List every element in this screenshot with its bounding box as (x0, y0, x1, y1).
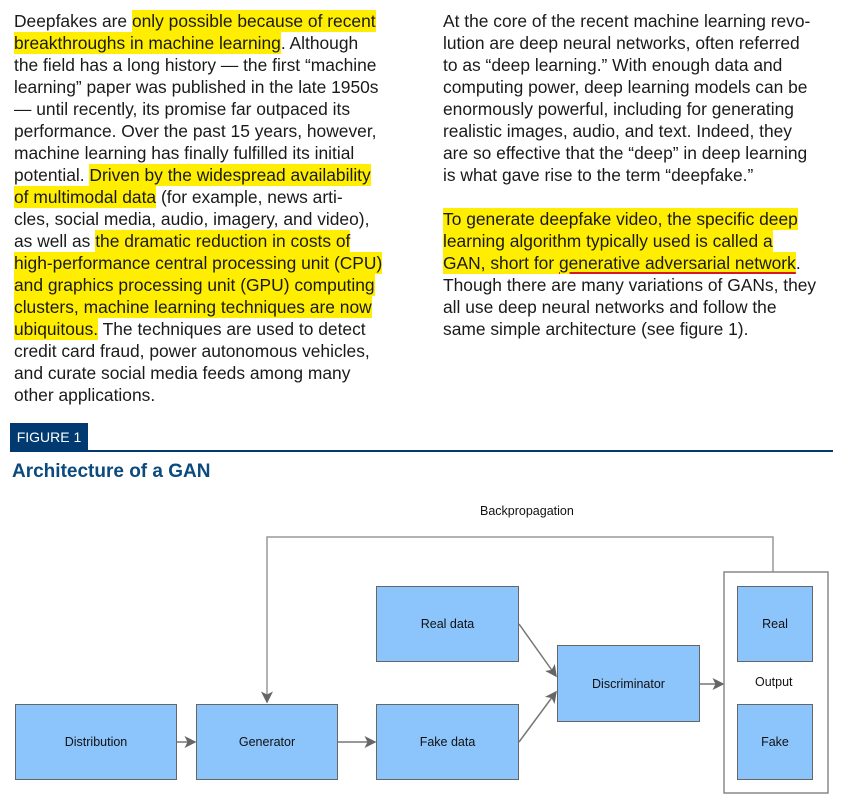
text-span: Deepfakes are (14, 11, 132, 31)
text-line: ubiquitous. The techniques are used to d… (14, 318, 414, 340)
highlighted-text: the dramatic reduction in costs of (95, 230, 351, 252)
text-line: is what gave rise to the term “deepfake.… (443, 164, 843, 186)
right-column: At the core of the recent machine learni… (443, 10, 843, 340)
text-span: (for example, news arti- (156, 187, 343, 207)
highlighted-text: clusters, machine learning techniques ar… (14, 296, 372, 318)
text-line: all use deep neural networks and follow … (443, 296, 843, 318)
text-span: machine learning has finally fulfilled i… (14, 143, 355, 163)
text-line: the field has a long history — the first… (14, 54, 414, 76)
discriminator-box: Discriminator (557, 645, 700, 722)
text-span: are so effective that the “deep” in deep… (443, 143, 808, 163)
text-line: machine learning has finally fulfilled i… (14, 142, 414, 164)
left-column: Deepfakes are only possible because of r… (14, 10, 414, 406)
text-span: to as “deep learning.” With enough data … (443, 55, 783, 75)
text-line: cles, social media, audio, imagery, and … (14, 208, 414, 230)
backprop-arrow (261, 536, 774, 704)
highlighted-text: only possible because of recent (131, 10, 376, 32)
highlighted-text: breakthroughs in machine learning (14, 32, 281, 54)
text-span: potential. (14, 165, 90, 185)
text-line: lution are deep neural networks, often r… (443, 32, 843, 54)
text-line: — until recently, its promise far outpac… (14, 98, 414, 120)
text-line: Deepfakes are only possible because of r… (14, 10, 414, 32)
text-line: as well as the dramatic reduction in cos… (14, 230, 414, 252)
text-line: learning algorithm typically used is cal… (443, 230, 843, 252)
distribution-box: Distribution (15, 704, 177, 780)
fake-data-box: Fake data (376, 704, 519, 780)
text-span: The techniques are used to detect (98, 319, 366, 339)
text-line: To generate deepfake video, the specific… (443, 208, 843, 230)
output-container (723, 571, 829, 794)
text-line: realistic images, audio, and text. Indee… (443, 120, 843, 142)
highlighted-text: Driven by the widespread availability (89, 164, 371, 186)
text-line: potential. Driven by the widespread avai… (14, 164, 414, 186)
highlighted-text: of multimodal data (14, 186, 157, 208)
figure-title: Architecture of a GAN (12, 461, 211, 482)
text-line: clusters, machine learning techniques ar… (14, 296, 414, 318)
text-line: of multimodal data (for example, news ar… (14, 186, 414, 208)
text-span: realistic images, audio, and text. Indee… (443, 121, 792, 141)
text-line: and graphics processing unit (GPU) compu… (14, 274, 414, 296)
text-span: as well as (14, 231, 96, 251)
text-span: computing power, deep learning models ca… (443, 77, 808, 97)
fake-output-box: Fake (737, 704, 813, 780)
text-span: and curate social media feeds among many (14, 363, 351, 383)
real-output-box: Real (737, 586, 813, 662)
text-line: Though there are many variations of GANs… (443, 274, 843, 296)
figure-tag: FIGURE 1 (10, 423, 88, 451)
text-line: to as “deep learning.” With enough data … (443, 54, 843, 76)
text-span: is what gave rise to the term “deepfake.… (443, 165, 754, 185)
text-line: computing power, deep learning models ca… (443, 76, 843, 98)
text-span: performance. Over the past 15 years, how… (14, 121, 377, 141)
highlighted-text: ubiquitous. (14, 318, 99, 340)
text-span: — until recently, its promise far outpac… (14, 99, 351, 119)
text-span: other applications. (14, 385, 156, 405)
figure-divider (10, 450, 833, 452)
text-span: At the core of the recent machine learni… (443, 11, 811, 31)
arrow-realdata-discriminator (518, 623, 557, 678)
text-span: credit card fraud, power autonomous vehi… (14, 341, 370, 361)
real-data-box: Real data (376, 586, 519, 662)
text-span: . Although (280, 33, 359, 53)
text-line: breakthroughs in machine learning. Altho… (14, 32, 414, 54)
highlighted-text: To generate deepfake video, the specific… (443, 208, 798, 230)
backpropagation-label: Backpropagation (480, 504, 574, 518)
arrow-fakedata-discriminator (518, 690, 557, 743)
text-line: GAN, short for generative adversarial ne… (443, 252, 843, 274)
text-span: same simple architecture (see figure 1). (443, 319, 749, 339)
text-span: cles, social media, audio, imagery, and … (14, 209, 370, 229)
highlighted-text: learning algorithm typically used is cal… (443, 230, 773, 252)
text-line: and curate social media feeds among many (14, 362, 414, 384)
output-label: Output (755, 675, 793, 689)
text-line: other applications. (14, 384, 414, 406)
text-line: same simple architecture (see figure 1). (443, 318, 843, 340)
highlighted-text: generative adversarial network (558, 252, 796, 274)
text-span: Though there are many variations of GANs… (443, 275, 817, 295)
text-line: enormously powerful, including for gener… (443, 98, 843, 120)
text-span: all use deep neural networks and follow … (443, 297, 777, 317)
highlighted-text: and graphics processing unit (GPU) compu… (14, 274, 375, 296)
text-span: . (795, 253, 801, 273)
text-line: are so effective that the “deep” in deep… (443, 142, 843, 164)
text-span: learning” paper was published in the lat… (14, 77, 379, 97)
generator-box: Generator (196, 704, 338, 780)
text-line: performance. Over the past 15 years, how… (14, 120, 414, 142)
highlighted-text: GAN, short for (443, 252, 559, 274)
highlighted-text: high-performance central processing unit… (14, 252, 383, 274)
text-line: learning” paper was published in the lat… (14, 76, 414, 98)
text-line: credit card fraud, power autonomous vehi… (14, 340, 414, 362)
text-span: enormously powerful, including for gener… (443, 99, 794, 119)
text-span: lution are deep neural networks, often r… (443, 33, 800, 53)
text-span: the field has a long history — the first… (14, 55, 377, 75)
text-line: high-performance central processing unit… (14, 252, 414, 274)
text-line: At the core of the recent machine learni… (443, 10, 843, 32)
